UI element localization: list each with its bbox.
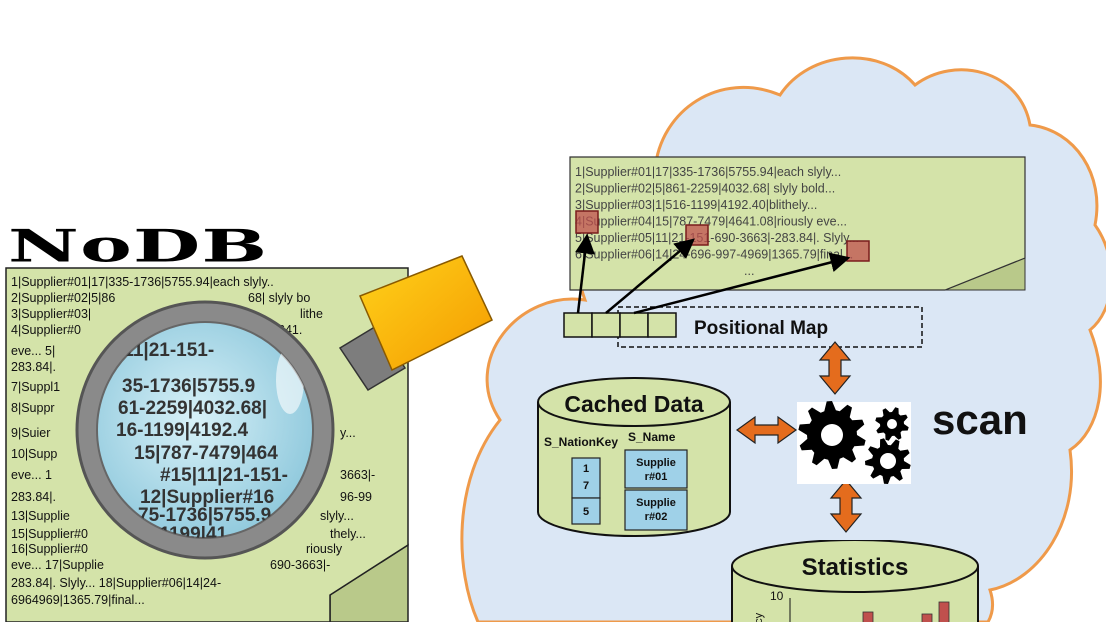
- cloud-file-line: 3|Supplier#03|1|516-1199|4192.40|blithel…: [575, 198, 817, 212]
- histogram-bar-1: [862, 611, 874, 622]
- gear-hole: [880, 453, 896, 469]
- nationkey-value-2: 7: [583, 480, 589, 492]
- cached-data-title: Cached Data: [564, 391, 704, 417]
- raw-file-line: 1|Supplier#01|17|335-1736|5755.94|each s…: [11, 275, 274, 289]
- histogram-bar-2: [921, 613, 933, 622]
- magnified-line: |11|21-151-: [118, 340, 214, 361]
- name-header: S_Name: [628, 430, 676, 444]
- scan-stats-arrow: [829, 479, 863, 533]
- raw-file-line: eve... 1: [11, 468, 52, 482]
- raw-file-right-line: thely...: [330, 527, 366, 541]
- raw-file-line: 283.84|. Slyly... 18|Supplier#06|14|24-: [11, 576, 221, 590]
- raw-file-right-line: y...: [340, 426, 356, 440]
- cloud-shape: [460, 56, 1106, 622]
- cloud-file-text: 1|Supplier#01|17|335-1736|5755.94|each s…: [575, 165, 859, 278]
- magnified-line: 12|Supplier#16: [140, 487, 274, 508]
- name-value-line-2: r#02: [645, 511, 668, 523]
- magnified-line: 61-2259|4032.68|: [118, 398, 267, 419]
- raw-file-line: eve... 17|Supplie: [11, 558, 104, 572]
- cloud-file-line: ...: [744, 264, 754, 278]
- stats-y-tick: 10: [770, 589, 784, 603]
- raw-file-line: 10|Supp: [11, 447, 57, 461]
- raw-file-line: 283.84|.: [11, 360, 56, 374]
- nodb-title: NoDB: [8, 220, 268, 272]
- raw-file-line: 15|Supplier#0: [11, 527, 88, 541]
- name-value-line-1: Supplie: [636, 497, 676, 509]
- name-value-line-2: r#01: [645, 471, 668, 483]
- raw-file-line: 283.84|.: [11, 490, 56, 504]
- raw-file-right-line: 3663|-: [340, 468, 375, 482]
- raw-file-text: 1|Supplier#01|17|335-1736|5755.94|each s…: [11, 275, 274, 607]
- raw-file-line: 6964969|1365.79|final...: [11, 593, 145, 607]
- histogram-bar-3: [938, 601, 950, 622]
- raw-file-line: 4|Supplier#0: [11, 323, 81, 337]
- positional-map-label: Positional Map: [694, 318, 828, 339]
- raw-file-line: 8|Suppr: [11, 401, 55, 415]
- nationkey-value-3: 5: [583, 506, 589, 518]
- name-value-line-1: Supplie: [636, 457, 676, 469]
- nationkey-value-1: 1: [583, 463, 589, 475]
- magnified-line: 75-1736|5755.9: [138, 505, 271, 526]
- raw-file-right-line: slyly...: [320, 509, 354, 523]
- position-marker-1: [575, 210, 599, 234]
- cloud-file-line: 2|Supplier#02|5|861-2259|4032.68| slyly …: [575, 182, 835, 196]
- magnifier-icon: 35-1736|5755.961-2259|4032.68|16-1199|41…: [75, 255, 493, 560]
- raw-file-line: 16|Supplier#0: [11, 542, 88, 556]
- gear-hole: [821, 424, 843, 446]
- raw-file-right-line: 68| slyly bo: [248, 291, 310, 305]
- raw-file-line: eve... 5|: [11, 344, 55, 358]
- gears-icon: [797, 401, 911, 484]
- magnified-line: #15|11|21-151-: [160, 465, 288, 486]
- cloud-file-line: 5|Supplier#05|11|21-151-690-3663|-283.84…: [575, 231, 859, 245]
- stats-y-label: ncy: [753, 612, 765, 622]
- cache-scan-arrow: [735, 415, 798, 445]
- raw-file-right-line: riously: [306, 542, 343, 556]
- magnified-line: 15|787-7479|464: [134, 443, 278, 464]
- map-scan-arrow: [818, 341, 852, 395]
- cloud-file-line: 4|Supplier#04|15|787-7479|4641.08|riousl…: [575, 215, 847, 229]
- cloud-file-line: 6|Supplier#06|14|24-696-997-4969|1365.79…: [575, 248, 853, 262]
- magnified-line: 16-1199|4192.4: [116, 420, 249, 441]
- raw-file-line: 13|Supplie: [11, 509, 70, 523]
- raw-file-line: 2|Supplier#02|5|86: [11, 291, 115, 305]
- gear-hole: [887, 419, 897, 429]
- raw-file-right-line: 690-3663|-: [270, 558, 330, 572]
- magnified-line: 35-1736|5755.9: [122, 376, 255, 397]
- statistics-store: Statistics 10 ncy: [731, 540, 979, 622]
- raw-file-right-line: lithe: [300, 307, 323, 321]
- position-marker-3: [846, 240, 870, 262]
- raw-file-right-line: 96-99: [340, 490, 372, 504]
- raw-file-line: 9|Suier: [11, 426, 50, 440]
- raw-file-line: 3|Supplier#03|: [11, 307, 91, 321]
- nationkey-header: S_NationKey: [544, 435, 618, 449]
- statistics-title: Statistics: [802, 554, 909, 581]
- pointer-arrows: [575, 233, 851, 315]
- cloud-file-line: 1|Supplier#01|17|335-1736|5755.94|each s…: [575, 165, 841, 179]
- scan-label: scan: [932, 396, 1028, 443]
- raw-file-line: 7|Suppl1: [11, 380, 60, 394]
- cached-data-store: Cached Data S_NationKey S_Name 1 7 5 Sup…: [537, 377, 731, 537]
